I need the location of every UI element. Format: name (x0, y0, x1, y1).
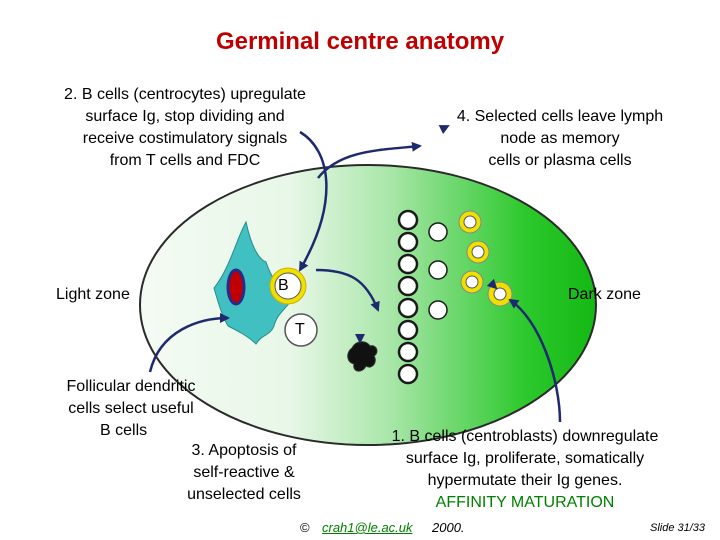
b-cell-label: B (278, 277, 289, 294)
fdc-line: Follicular dendritic (66, 378, 196, 395)
fdc-cell-shape (213, 220, 293, 345)
fdc-label: Follicular dendritic cells select useful… (52, 376, 210, 442)
dark-zone-label: Dark zone (568, 286, 641, 303)
light-zone-label: Light zone (56, 286, 130, 303)
affinity-maturation-label: AFFINITY MATURATION (435, 494, 615, 511)
arrow-step2 (298, 130, 328, 272)
step2-line: receive costimulatory signals (82, 130, 288, 147)
footer-email-link[interactable]: crah1@le.ac.uk (322, 520, 413, 535)
arrow-step1 (508, 298, 562, 423)
step4-line: node as memory (500, 130, 620, 147)
step2-line: from T cells and FDC (109, 152, 261, 169)
fdc-b-cell-red (226, 268, 246, 306)
germinal-centre-oval (139, 164, 597, 446)
footer-year: 2000. (432, 520, 465, 535)
step1-line: 1. B cells (centroblasts) downregulate (391, 428, 659, 445)
step1-line: hypermutate their Ig genes. (427, 472, 623, 489)
footer-copyright: © (300, 520, 310, 535)
fdc-line: cells select useful (68, 400, 194, 417)
arrow-to-step4 (317, 141, 422, 179)
step4-label: 4. Selected cells leave lymph node as me… (430, 106, 690, 172)
arrow-b-to-column (315, 268, 380, 312)
step1-label: 1. B cells (centroblasts) downregulate s… (360, 426, 690, 514)
step2-line: 2. B cells (centrocytes) upregulate (64, 86, 306, 103)
step2-label: 2. B cells (centrocytes) upregulate surf… (40, 84, 330, 172)
step4-line: 4. Selected cells leave lymph (456, 108, 664, 125)
step3-line: unselected cells (187, 486, 301, 503)
centrocyte-column-2 (428, 222, 448, 320)
fdc-line: B cells (100, 422, 148, 439)
t-cell (284, 313, 318, 347)
step2-line: surface Ig, stop dividing and (85, 108, 285, 125)
step4-line: cells or plasma cells (488, 152, 632, 169)
slide-number: Slide 31/33 (650, 522, 706, 534)
apoptotic-cell (347, 341, 378, 372)
step3-line: self-reactive & (193, 464, 295, 481)
step1-line: surface Ig, proliferate, somatically (405, 450, 645, 467)
t-cell-label: T (295, 321, 305, 338)
centrocyte-column (397, 209, 419, 385)
arrow-fdc (148, 313, 230, 373)
slide-title: Germinal centre anatomy (215, 28, 505, 55)
step3-label: 3. Apoptosis of self-reactive & unselect… (170, 440, 318, 506)
step3-line: 3. Apoptosis of (191, 442, 297, 459)
